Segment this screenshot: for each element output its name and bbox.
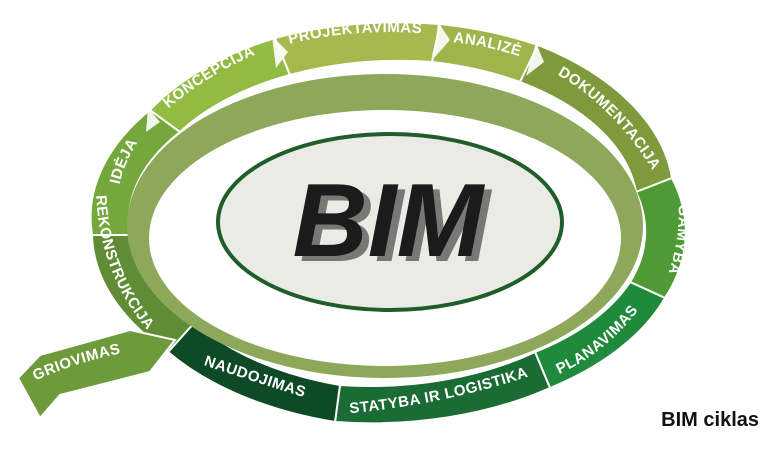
chevron-4 (526, 43, 544, 76)
chevron-1 (146, 108, 160, 132)
ring-segment-analize (430, 22, 540, 84)
diagram-caption: BIM ciklas (661, 409, 759, 431)
arrow-chevrons (146, 22, 544, 132)
phase-ring (89, 21, 687, 425)
center-oval (216, 132, 564, 312)
chevron-2 (272, 36, 288, 68)
center-bim-label: BIM (293, 163, 486, 279)
center-shadow-text: BIM (300, 168, 493, 284)
chevron-3 (434, 22, 450, 58)
griovimas-tail (16, 328, 177, 420)
